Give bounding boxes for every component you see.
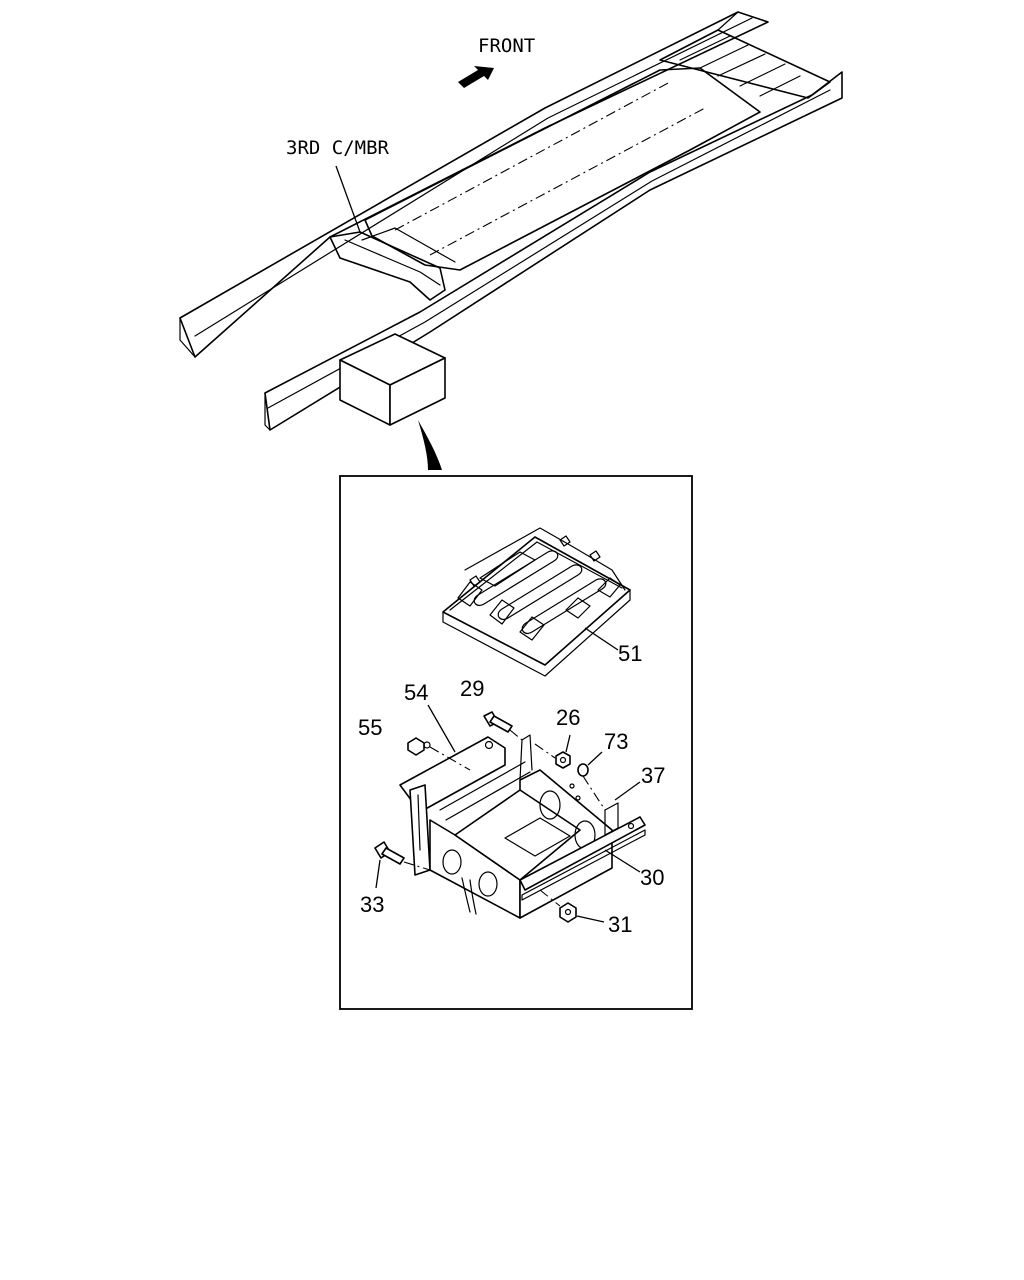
callout-29: 29 xyxy=(460,676,484,701)
crossmember-label: 3RD C/MBR xyxy=(286,137,390,159)
control-module-51 xyxy=(442,527,631,677)
callout-54: 54 xyxy=(404,680,428,705)
callout-55: 55 xyxy=(358,715,382,740)
wire-strap xyxy=(461,877,477,915)
washer-73-icon xyxy=(577,763,589,777)
rail-30 xyxy=(519,816,646,901)
detail-pointer xyxy=(418,420,442,470)
callout-73: 73 xyxy=(604,729,628,754)
mounting-bracket-54 xyxy=(399,734,619,919)
bolt-29-icon xyxy=(483,711,513,733)
bolt-33-icon xyxy=(374,841,405,865)
chassis-frame xyxy=(179,11,843,431)
callout-51: 51 xyxy=(618,641,642,666)
front-label: FRONT xyxy=(478,35,535,57)
detail-panel xyxy=(339,475,693,1010)
callout-33: 33 xyxy=(360,892,384,917)
crossmember-leader xyxy=(335,165,361,233)
callout-30: 30 xyxy=(640,865,664,890)
front-arrow-icon xyxy=(458,66,494,88)
callout-37: 37 xyxy=(641,763,665,788)
ecu-location-box xyxy=(339,333,446,426)
callout-31: 31 xyxy=(608,912,632,937)
callout-26: 26 xyxy=(556,705,580,730)
nut-26-icon xyxy=(555,751,571,769)
nut-55-icon xyxy=(407,737,431,756)
nut-31-icon xyxy=(559,902,577,923)
